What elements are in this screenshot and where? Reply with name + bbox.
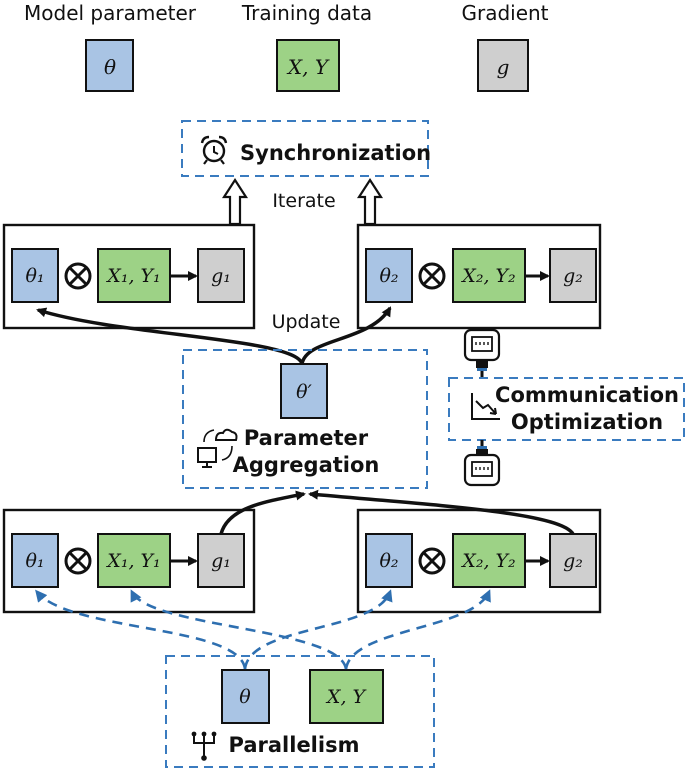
legend-param-symbol: θ: [104, 55, 116, 79]
update-label: Update: [272, 311, 341, 333]
data-symbol: X₂, Y₂: [460, 265, 515, 287]
parallel-data-symbol: X, Y: [325, 686, 368, 708]
aggregated-param-symbol: θ′: [296, 381, 312, 403]
parallel-param-box: [221, 669, 270, 724]
legend-data-box: [276, 39, 340, 92]
network-port-icon: [463, 446, 501, 487]
push-arrow-right: [308, 489, 575, 536]
aggregation-label-line2: Aggregation: [233, 453, 380, 477]
parallel-param-symbol: θ: [239, 686, 251, 708]
aggregation-dashed-box: [182, 349, 428, 489]
legend-training-data-title: Training data: [241, 1, 372, 25]
param-box: [11, 248, 59, 303]
grad-symbol: g₂: [563, 550, 583, 572]
data-symbol: X₁, Y₁: [105, 265, 160, 287]
decreasing-chart-icon: [471, 393, 500, 420]
iterate-arrow-right: [356, 177, 384, 226]
multiply-icon: [64, 547, 92, 575]
sync-dashed-box: [181, 120, 429, 177]
aggregated-param-box: [280, 363, 328, 419]
parallel-data-box: [309, 669, 384, 724]
param-symbol: θ₂: [379, 550, 398, 572]
parallelism-panel: θ X, Y Parallelism: [165, 655, 435, 768]
iterate-arrows: Iterate: [221, 177, 384, 226]
legend-param-box: [85, 39, 134, 92]
grad-symbol: g₁: [211, 550, 231, 572]
grad-symbol: g₂: [563, 265, 583, 287]
legend-grad-symbol: g: [497, 55, 510, 79]
sync-label: Synchronization: [240, 141, 431, 165]
data-box: [452, 533, 526, 588]
data-box: [97, 533, 171, 588]
grad-box: [197, 248, 245, 303]
gradient-push-arrows: [219, 489, 575, 536]
alarm-clock-icon: [200, 135, 228, 165]
communication-label-line1: Communication: [495, 383, 679, 407]
param-box: [365, 533, 413, 588]
worker-frame: [2, 508, 256, 614]
data-symbol: X₂, Y₂: [460, 550, 515, 572]
distribution-arrows: [35, 589, 491, 670]
param-box: [365, 248, 413, 303]
communication-dashed-box: [448, 377, 685, 441]
legend-model-parameter-title: Model parameter: [24, 1, 197, 25]
iterate-label: Iterate: [272, 190, 335, 212]
dist-param-to-worker1: [35, 589, 247, 670]
legend: Model parameter θ Training data X, Y Gra…: [24, 1, 549, 92]
param-box: [11, 533, 59, 588]
param-symbol: θ₂: [379, 265, 398, 287]
tree-split-icon: [191, 731, 217, 761]
data-box: [452, 248, 526, 303]
network-port-icon: [463, 328, 501, 371]
multiply-icon: [64, 262, 92, 290]
aggregation-label-line1: Parameter: [244, 426, 369, 450]
dist-data-to-worker1: [130, 589, 348, 670]
data-symbol: X₁, Y₁: [105, 550, 160, 572]
parallelism-label: Parallelism: [229, 733, 360, 757]
communication-panel: Communication Optimization: [448, 328, 685, 487]
communication-label-line2: Optimization: [511, 410, 663, 434]
dist-param-to-worker2: [243, 589, 393, 670]
bottom-worker-2: θ₂ X₂, Y₂ g₂: [356, 508, 602, 614]
top-worker-2: θ₂ X₂, Y₂ g₂: [356, 223, 602, 330]
grad-symbol: g₁: [211, 265, 231, 287]
worker-frame: [356, 223, 602, 330]
cloud-sync-icon: [197, 428, 238, 468]
top-worker-1: θ₁ X₁, Y₁ g₁: [2, 223, 256, 330]
aggregation-panel: θ′ Parameter Aggregation: [182, 349, 428, 489]
multiply-icon: [418, 262, 446, 290]
synchronization-panel: Synchronization: [181, 120, 431, 177]
grad-box: [549, 248, 597, 303]
update-arrow-left: [36, 307, 304, 365]
legend-data-symbol: X, Y: [286, 55, 330, 79]
multiply-icon: [418, 547, 446, 575]
iterate-arrow-left: [221, 177, 249, 226]
param-symbol: θ₁: [25, 550, 44, 572]
bottom-worker-1: θ₁ X₁, Y₁ g₁: [2, 508, 256, 614]
dist-data-to-worker2: [344, 589, 491, 670]
update-arrow-right: [300, 306, 392, 365]
data-box: [97, 248, 171, 303]
legend-grad-box: [477, 39, 529, 92]
legend-gradient-title: Gradient: [461, 1, 548, 25]
update-arrows: Update: [36, 306, 392, 365]
param-symbol: θ₁: [25, 265, 44, 287]
parallelism-dashed-box: [165, 655, 435, 768]
push-arrow-left: [219, 490, 306, 535]
